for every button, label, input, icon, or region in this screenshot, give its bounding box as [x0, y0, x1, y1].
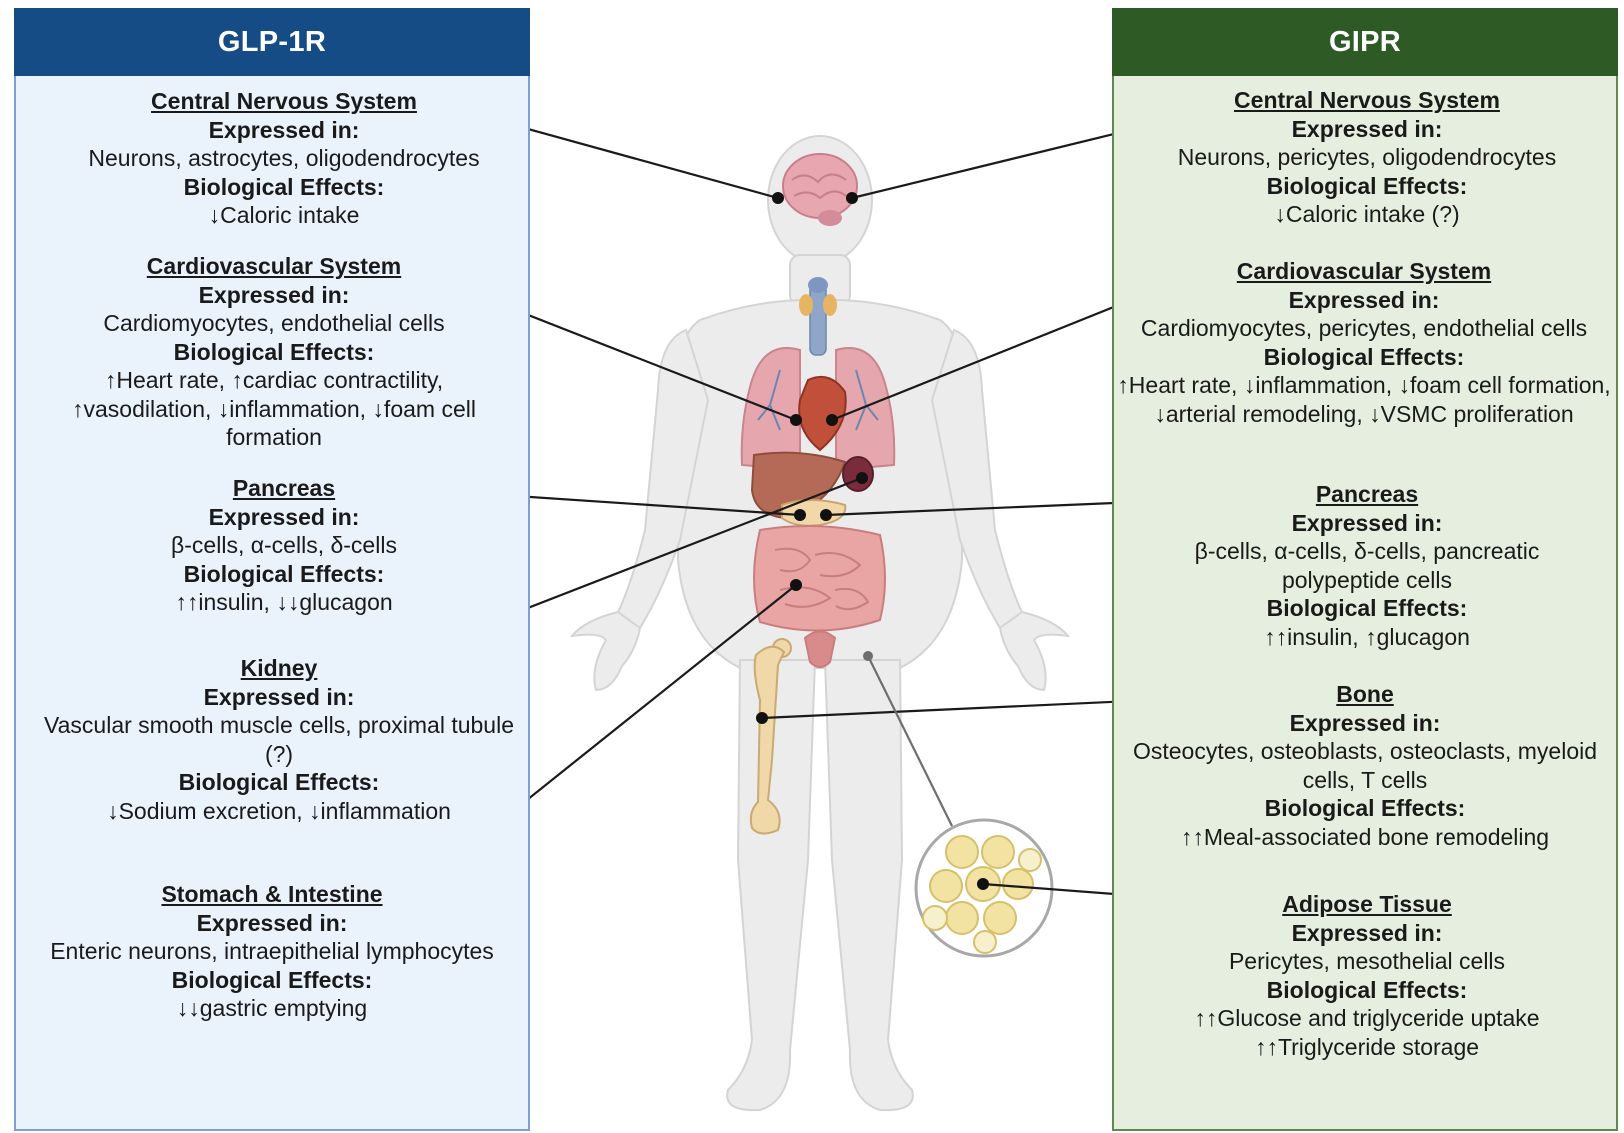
glp1r-section-pancreas: Pancreas Expressed in: β-cells, α-cells,… [54, 474, 514, 617]
effects-text: ↓Caloric intake (?) [1132, 200, 1602, 229]
effects-label: Biological Effects: [1114, 343, 1614, 372]
dot-left-cns [772, 192, 784, 204]
dot-adipose [977, 878, 989, 890]
glp1r-section-stomach-intestine: Stomach & Intestine Expressed in: Enteri… [22, 880, 522, 1023]
dot-right-pancreas [820, 509, 832, 521]
effects-text: ↑Heart rate, ↑cardiac contractility, ↑va… [34, 366, 514, 452]
section-title: Pancreas [54, 474, 514, 503]
dot-intestine [790, 579, 802, 591]
gipr-section-cardiovascular: Cardiovascular System Expressed in: Card… [1114, 257, 1614, 428]
expressed-label: Expressed in: [1118, 709, 1612, 738]
effects-label: Biological Effects: [1118, 794, 1612, 823]
effects-label: Biological Effects: [34, 338, 514, 367]
expressed-label: Expressed in: [1142, 509, 1592, 538]
effects-label: Biological Effects: [44, 768, 514, 797]
gipr-section-adipose: Adipose Tissue Expressed in: Pericytes, … [1152, 890, 1582, 1061]
expressed-label: Expressed in: [1132, 115, 1602, 144]
glp1r-panel-header: GLP-1R [14, 8, 530, 76]
expressed-text: β-cells, α-cells, δ-cells [54, 531, 514, 560]
section-title: Central Nervous System [54, 87, 514, 116]
section-title: Bone [1118, 680, 1612, 709]
dot-right-cns [846, 192, 858, 204]
expressed-text: Cardiomyocytes, pericytes, endothelial c… [1114, 314, 1614, 343]
expressed-text: Pericytes, mesothelial cells [1152, 947, 1582, 976]
effects-label: Biological Effects: [54, 560, 514, 589]
expressed-text: β-cells, α-cells, δ-cells, pancreatic po… [1142, 537, 1592, 594]
effects-label: Biological Effects: [1132, 172, 1602, 201]
expressed-text: Neurons, astrocytes, oligodendrocytes [54, 144, 514, 173]
effects-text: ↓Caloric intake [54, 201, 514, 230]
dot-leg-adipose [863, 651, 873, 661]
effects-label: Biological Effects: [54, 173, 514, 202]
section-title: Kidney [44, 654, 514, 683]
dot-right-cardio [826, 414, 838, 426]
effects-text: ↓↓gastric emptying [22, 994, 522, 1023]
effects-text: ↑↑Glucose and triglyceride uptake ↑↑Trig… [1152, 1004, 1582, 1061]
effects-label: Biological Effects: [1142, 594, 1592, 623]
gipr-section-pancreas: Pancreas Expressed in: β-cells, α-cells,… [1142, 480, 1592, 651]
gipr-panel: GIPR Central Nervous System Expressed in… [1112, 8, 1618, 1131]
expressed-label: Expressed in: [34, 281, 514, 310]
glp1r-section-cardiovascular: Cardiovascular System Expressed in: Card… [34, 252, 514, 452]
expressed-label: Expressed in: [1152, 919, 1582, 948]
effects-label: Biological Effects: [22, 966, 522, 995]
expressed-text: Enteric neurons, intraepithelial lymphoc… [22, 937, 522, 966]
section-title: Cardiovascular System [1114, 257, 1614, 286]
effects-text: ↑Heart rate, ↓inflammation, ↓foam cell f… [1114, 371, 1614, 428]
section-title: Stomach & Intestine [22, 880, 522, 909]
expressed-label: Expressed in: [22, 909, 522, 938]
expressed-label: Expressed in: [54, 116, 514, 145]
effects-label: Biological Effects: [1152, 976, 1582, 1005]
expressed-text: Neurons, pericytes, oligodendrocytes [1132, 143, 1602, 172]
section-title: Cardiovascular System [34, 252, 514, 281]
gipr-section-bone: Bone Expressed in: Osteocytes, osteoblas… [1118, 680, 1612, 851]
gipr-section-cns: Central Nervous System Expressed in: Neu… [1132, 86, 1602, 229]
section-title: Adipose Tissue [1152, 890, 1582, 919]
expressed-text: Cardiomyocytes, endothelial cells [34, 309, 514, 338]
dot-left-cardio [790, 414, 802, 426]
effects-text: ↑↑Meal-associated bone remodeling [1118, 823, 1612, 852]
section-title: Pancreas [1142, 480, 1592, 509]
expressed-text: Vascular smooth muscle cells, proximal t… [44, 711, 514, 768]
glp1r-panel: GLP-1R Central Nervous System Expressed … [14, 8, 530, 1131]
effects-text: ↓Sodium excretion, ↓inflammation [44, 797, 514, 826]
dot-left-pancreas [794, 509, 806, 521]
dot-kidney [856, 472, 868, 484]
effects-text: ↑↑insulin, ↑glucagon [1142, 623, 1592, 652]
glp1r-section-kidney: Kidney Expressed in: Vascular smooth mus… [44, 654, 514, 825]
expressed-text: Osteocytes, osteoblasts, osteoclasts, my… [1118, 737, 1612, 794]
gipr-panel-header: GIPR [1112, 8, 1618, 76]
expressed-label: Expressed in: [54, 503, 514, 532]
dot-bone [756, 712, 768, 724]
expressed-label: Expressed in: [44, 683, 514, 712]
section-title: Central Nervous System [1132, 86, 1602, 115]
glp1r-section-cns: Central Nervous System Expressed in: Neu… [54, 87, 514, 230]
expressed-label: Expressed in: [1114, 286, 1614, 315]
effects-text: ↑↑insulin, ↓↓glucagon [54, 588, 514, 617]
